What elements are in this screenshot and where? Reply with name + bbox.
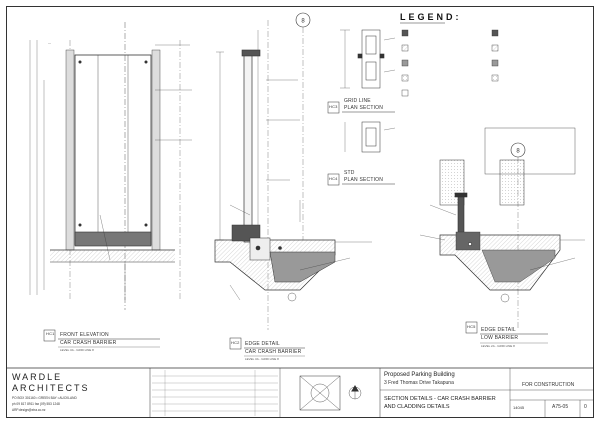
front-elevation-drawing (29, 22, 192, 348)
title-block-frame (6, 367, 594, 418)
hc5-code: HC5 (467, 324, 476, 329)
grid-line-plan-drawing (327, 29, 396, 114)
hc5-subtitle: LOW BARRIER (481, 335, 519, 341)
hc3-code: HC3 (329, 104, 338, 109)
edge-detail-crash-drawing (214, 12, 372, 357)
status-label: FOR CONSTRUCTION (522, 382, 575, 388)
hc1-title: FRONT ELEVATION (60, 332, 109, 338)
hc5-title: EDGE DETAIL (481, 327, 516, 333)
legend-symbols (400, 22, 576, 175)
legend-title: LEGEND: (400, 12, 462, 22)
std-plan-drawing (327, 121, 396, 186)
hc1-code: HC1 (46, 331, 55, 336)
job-number: 14045 (513, 405, 525, 410)
firm-name-line1: WARDLE (12, 372, 63, 382)
hc3-title: GRID LINE (344, 98, 371, 104)
firm-address: PO BOX 301160 • GREEN BAY • AUCKLAND (12, 396, 77, 400)
drawing-title-line1: SECTION DETAILS - CAR CRASH BARRIER (384, 396, 496, 402)
grid-bubble-8-low: 8 (516, 149, 520, 155)
edge-detail-low-drawing (419, 142, 585, 344)
hc5-level: LEVEL 2A - GRID LINE 8 (481, 344, 515, 348)
hc2-subtitle: CAR CRASH BARRIER (245, 349, 302, 355)
hc2-level: LEVEL 3A - GRID LINE 8 (245, 357, 279, 361)
firm-name-line2: ARCHITECTS (12, 383, 90, 393)
hc1-subtitle: CAR CRASH BARRIER (60, 340, 117, 346)
project-title: Proposed Parking Building (384, 372, 455, 378)
hc2-code: HC2 (231, 340, 240, 345)
firm-email: ARP.design@xtra.co.nz (12, 408, 46, 412)
hc4-title: STD (344, 170, 355, 176)
hc4-subtitle: PLAN SECTION (344, 177, 384, 183)
drawing-title-line2: AND CLADDING DETAILS (384, 404, 450, 410)
grid-bubble-8-top: 8 (301, 19, 305, 25)
sheet-number: A75-05 (552, 404, 569, 410)
hc2-title: EDGE DETAIL (245, 341, 280, 347)
revision-number: 0 (584, 404, 587, 410)
note-marker: — (48, 41, 51, 45)
project-address: 3 Fred Thomas Drive Takapuna (384, 380, 454, 386)
hc4-code: HC4 (329, 176, 338, 181)
hc3-subtitle: PLAN SECTION (344, 105, 384, 111)
hc1-level: LEVEL 3A - GRID LINE 8 (60, 348, 94, 352)
firm-phone: ph 09 817 8911 fax (09) 553 1248 (12, 402, 60, 406)
sheet-border (6, 6, 594, 418)
